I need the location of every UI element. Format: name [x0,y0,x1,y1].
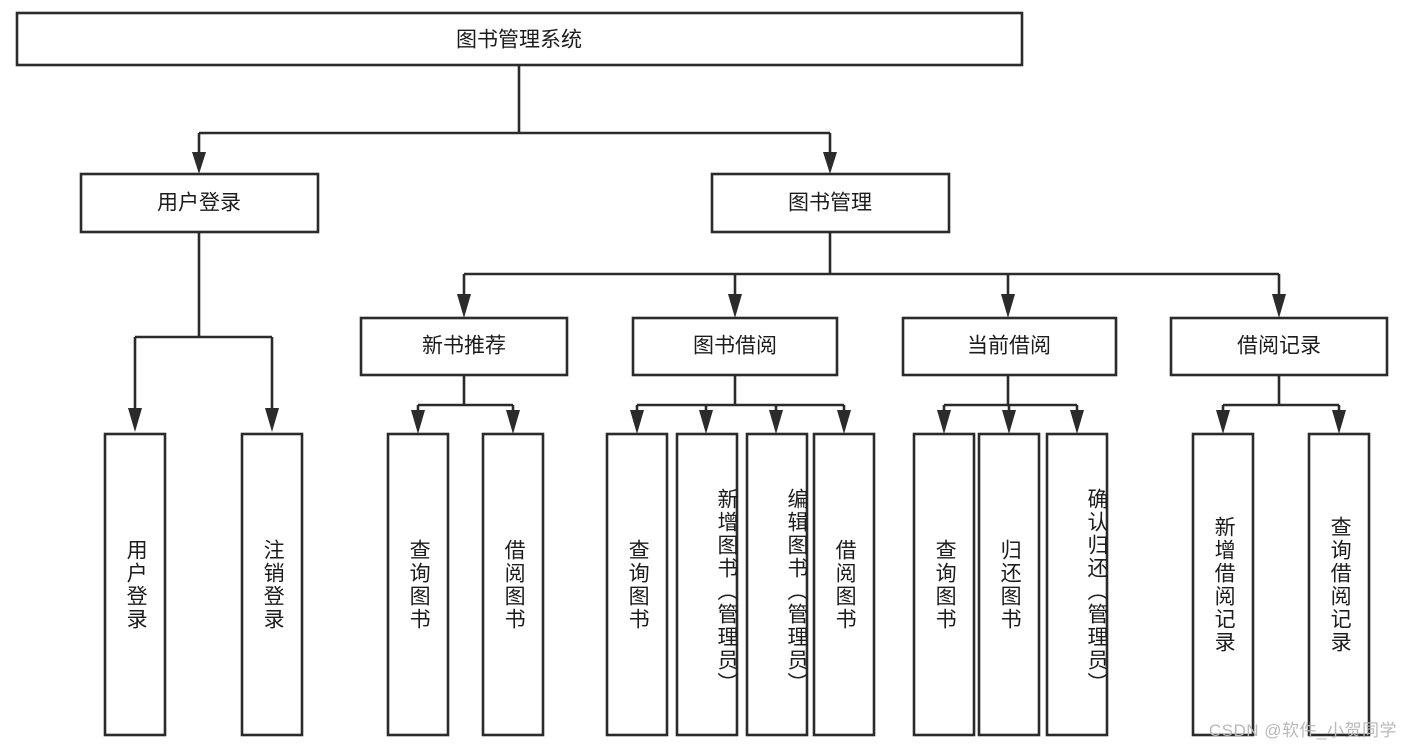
node-borrow-records-box[interactable] [1169,316,1389,377]
node-current-borrow-label: 当前借阅 [967,335,1051,358]
node-current-borrow[interactable]: 当前借阅 [901,316,1118,377]
arrow-leaf-current-2 [1002,410,1016,434]
arrow-to-newbook [457,294,471,318]
node-root-label: 图书管理系统 [456,29,582,52]
node-root-box[interactable] [15,11,1024,67]
node-book-borrow-label: 图书借阅 [693,335,777,358]
leaf-box-borrow-2[interactable] [675,432,739,737]
arrow-to-user-login [192,152,206,174]
node-book-borrow[interactable]: 图书借阅 [631,316,839,377]
arrow-leaf-current-3 [1070,410,1084,434]
arrow-leaf-borrow-1 [630,410,644,434]
node-borrow-records[interactable]: 借阅记录 [1169,316,1389,377]
node-user-login[interactable]: 用户登录 [79,172,320,234]
leaf-box-newbook-2[interactable] [481,432,545,737]
node-book-manage-label: 图书管理 [788,192,872,215]
arrow-leaf-user-login-2 [265,408,279,432]
leaf-box-user-login-2[interactable] [240,432,304,737]
node-book-borrow-box[interactable] [631,316,839,377]
leaf-box-current-3[interactable] [1045,432,1109,737]
arrow-leaf-newbook-2 [506,410,520,434]
node-user-login-label: 用户登录 [157,192,241,215]
arrow-leaf-user-login-1 [128,408,142,432]
leaf-box-records-2[interactable] [1307,432,1371,737]
arrow-leaf-borrow-3 [769,410,783,434]
leaf-box-current-1[interactable] [912,432,976,737]
node-borrow-records-label: 借阅记录 [1237,335,1321,358]
csdn-watermark: CSDN @软件_小贺同学 [1208,721,1397,740]
node-root[interactable]: 图书管理系统 [15,11,1024,67]
arrow-to-current [1001,294,1015,318]
arrow-to-borrow [728,294,742,318]
arrow-leaf-newbook-1 [411,410,425,434]
leaf-box-current-2[interactable] [977,432,1041,737]
arrow-to-book-manage [823,152,837,174]
node-book-manage[interactable]: 图书管理 [710,172,951,234]
node-new-book-recommend[interactable]: 新书推荐 [359,316,569,377]
node-user-login-box[interactable] [79,172,320,234]
connector-group [128,65,1346,434]
leaf-box-user-login-1[interactable] [103,432,167,737]
node-book-manage-box[interactable] [710,172,951,234]
arrow-to-records [1272,294,1286,318]
leaf-box-borrow-4[interactable] [812,432,876,737]
node-current-borrow-box[interactable] [901,316,1118,377]
arrow-leaf-current-1 [937,410,951,434]
arrow-leaf-records-2 [1332,410,1346,434]
node-new-book-recommend-label: 新书推荐 [422,335,506,358]
leaf-box-borrow-3[interactable] [745,432,809,737]
arrow-leaf-records-1 [1216,410,1230,434]
node-new-book-recommend-box[interactable] [359,316,569,377]
arrow-leaf-borrow-4 [837,410,851,434]
arrow-leaf-borrow-2 [699,410,713,434]
leaf-box-newbook-1[interactable] [386,432,450,737]
leaf-box-borrow-1[interactable] [605,432,669,737]
leaf-box-records-1[interactable] [1191,432,1255,737]
